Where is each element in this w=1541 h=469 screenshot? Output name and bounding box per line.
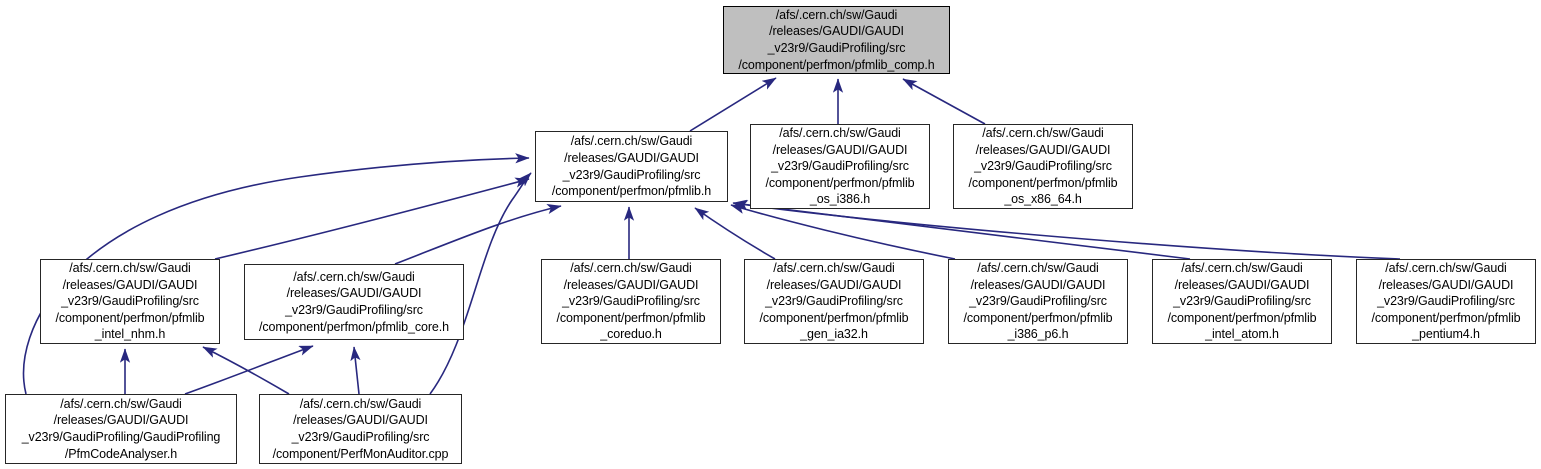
edge-pfmlib_core-to-pfmlib	[394, 204, 562, 265]
node-label-line: _v23r9/GaudiProfiling/src	[771, 159, 909, 174]
node-label-line: _v23r9/GaudiProfiling/GaudiProfiling	[21, 430, 221, 444]
node-label-line: _intel_nhm.h	[94, 327, 166, 342]
node-label-line: /component/perfmon/pfmlib_core.h	[259, 319, 449, 334]
node-pfmlib_os_i386[interactable]: /afs/.cern.ch/sw/Gaudi/releases/GAUDI/GA…	[750, 124, 930, 209]
node-label-line: /component/perfmon/pfmlib	[963, 310, 1113, 325]
node-pfmlib_os_x86_64[interactable]: /afs/.cern.ch/sw/Gaudi/releases/GAUDI/GA…	[953, 124, 1133, 209]
node-label-line: /afs/.cern.ch/sw/Gaudi	[570, 261, 692, 276]
edge-perfmon_auditor-to-pfmlib_core	[350, 346, 361, 395]
node-label-line: _coreduo.h	[600, 327, 662, 342]
node-label-line: /releases/GAUDI/GAUDI	[563, 277, 699, 292]
node-label-line: /releases/GAUDI/GAUDI	[286, 286, 422, 301]
node-pfmlib_coreduo[interactable]: /afs/.cern.ch/sw/Gaudi/releases/GAUDI/GA…	[541, 259, 721, 344]
node-label-line: /releases/GAUDI/GAUDI	[769, 24, 904, 39]
node-label-line: /releases/GAUDI/GAUDI	[1378, 277, 1514, 292]
node-label-line: /releases/GAUDI/GAUDI	[62, 277, 198, 292]
edge-pfmlib_os_x86_64-to-pfmlib_comp	[902, 78, 986, 125]
node-label-line: _v23r9/GaudiProfiling/src	[765, 294, 903, 309]
node-label-line: /afs/.cern.ch/sw/Gaudi	[779, 126, 901, 141]
node-label-line: /afs/.cern.ch/sw/Gaudi	[293, 269, 415, 284]
node-label-line: _intel_atom.h	[1205, 327, 1279, 342]
node-label-line: /afs/.cern.ch/sw/Gaudi	[775, 7, 898, 22]
node-label-line: /component/perfmon/pfmlib	[55, 310, 205, 325]
node-label-line: /releases/GAUDI/GAUDI	[772, 142, 908, 157]
node-label-line: _v23r9/GaudiProfiling/src	[562, 167, 701, 182]
node-label-line: /releases/GAUDI/GAUDI	[975, 142, 1111, 157]
edge-perfmon_auditor-to-pfmlib_intel_nhm	[202, 346, 290, 395]
node-label-line: _gen_ia32.h	[800, 327, 868, 342]
edge-pfmlib_pentium4-to-pfmlib	[733, 200, 1401, 260]
node-label-line: /component/perfmon/pfmlib	[1371, 310, 1521, 325]
node-label-line: _v23r9/GaudiProfiling/src	[285, 303, 423, 317]
node-label-line: /releases/GAUDI/GAUDI	[293, 413, 428, 428]
node-label-line: _v23r9/GaudiProfiling/src	[974, 159, 1112, 174]
node-label-line: _v23r9/GaudiProfiling/src	[291, 430, 430, 444]
node-pfmlib_pentium4[interactable]: /afs/.cern.ch/sw/Gaudi/releases/GAUDI/GA…	[1356, 259, 1536, 344]
node-label-line: /afs/.cern.ch/sw/Gaudi	[1385, 261, 1507, 276]
node-label-line: /component/perfmon/pfmlib	[556, 310, 706, 325]
node-label-line: /component/perfmon/pfmlib	[765, 175, 915, 190]
node-label-line: /afs/.cern.ch/sw/Gaudi	[977, 261, 1099, 276]
node-label-line: /releases/GAUDI/GAUDI	[970, 277, 1106, 292]
node-label-line: _i386_p6.h	[1007, 327, 1069, 342]
node-pfmlib_comp[interactable]: /afs/.cern.ch/sw/Gaudi/releases/GAUDI/GA…	[723, 6, 950, 74]
node-pfmlib_intel_nhm[interactable]: /afs/.cern.ch/sw/Gaudi/releases/GAUDI/GA…	[40, 259, 220, 344]
node-label-line: /afs/.cern.ch/sw/Gaudi	[299, 396, 422, 411]
node-label-line: /component/PerfMonAuditor.cpp	[272, 446, 449, 461]
node-pfmlib_gen_ia32[interactable]: /afs/.cern.ch/sw/Gaudi/releases/GAUDI/GA…	[744, 259, 924, 344]
edge-pfmlib_i386_p6-to-pfmlib	[730, 204, 956, 260]
node-pfmlib_intel_atom[interactable]: /afs/.cern.ch/sw/Gaudi/releases/GAUDI/GA…	[1152, 259, 1332, 344]
node-label-line: _os_i386.h	[809, 192, 871, 207]
node-label-line: /releases/GAUDI/GAUDI	[1174, 277, 1310, 292]
node-label-line: /afs/.cern.ch/sw/Gaudi	[60, 396, 182, 411]
node-label-line: /component/perfmon/pfmlib_comp.h	[738, 57, 935, 72]
edge-pfmlib_intel_atom-to-pfmlib	[732, 199, 1191, 260]
node-label-line: /afs/.cern.ch/sw/Gaudi	[570, 134, 693, 149]
node-label-line: _v23r9/GaudiProfiling/src	[562, 294, 700, 309]
node-label-line: /releases/GAUDI/GAUDI	[766, 277, 902, 292]
node-pfmlib[interactable]: /afs/.cern.ch/sw/Gaudi/releases/GAUDI/GA…	[535, 131, 728, 202]
node-label-line: _v23r9/GaudiProfiling/src	[767, 41, 906, 55]
node-label-line: _v23r9/GaudiProfiling/src	[969, 294, 1107, 309]
node-label-line: /releases/GAUDI/GAUDI	[53, 413, 189, 428]
node-label-line: /component/perfmon/pfmlib	[968, 175, 1118, 190]
node-label-line: _v23r9/GaudiProfiling/src	[1173, 294, 1311, 309]
edge-pfm_code_analyser-to-pfmlib_core	[184, 345, 314, 395]
node-pfmlib_core[interactable]: /afs/.cern.ch/sw/Gaudi/releases/GAUDI/GA…	[244, 264, 464, 340]
node-label-line: _os_x86_64.h	[1004, 192, 1082, 207]
node-perfmon_auditor[interactable]: /afs/.cern.ch/sw/Gaudi/releases/GAUDI/GA…	[259, 394, 462, 464]
node-label-line: /PfmCodeAnalyser.h	[64, 446, 178, 461]
node-label-line: _v23r9/GaudiProfiling/src	[61, 294, 199, 309]
edge-pfmlib_intel_nhm-to-pfmlib	[214, 177, 530, 260]
node-pfmlib_i386_p6[interactable]: /afs/.cern.ch/sw/Gaudi/releases/GAUDI/GA…	[948, 259, 1128, 344]
node-label-line: _v23r9/GaudiProfiling/src	[1377, 294, 1515, 309]
node-label-line: /releases/GAUDI/GAUDI	[564, 150, 699, 165]
node-pfm_code_analyser[interactable]: /afs/.cern.ch/sw/Gaudi/releases/GAUDI/GA…	[5, 394, 237, 464]
node-label-line: /afs/.cern.ch/sw/Gaudi	[69, 261, 191, 276]
node-label-line: /component/perfmon/pfmlib	[759, 310, 909, 325]
node-label-line: /afs/.cern.ch/sw/Gaudi	[773, 261, 895, 276]
node-label-line: /afs/.cern.ch/sw/Gaudi	[982, 126, 1104, 141]
node-label-line: /afs/.cern.ch/sw/Gaudi	[1181, 261, 1303, 276]
node-label-line: /component/perfmon/pfmlib	[1167, 310, 1317, 325]
node-label-line: _pentium4.h	[1412, 327, 1480, 342]
edge-pfmlib_gen_ia32-to-pfmlib	[694, 207, 776, 260]
node-label-line: /component/perfmon/pfmlib.h	[551, 184, 712, 199]
